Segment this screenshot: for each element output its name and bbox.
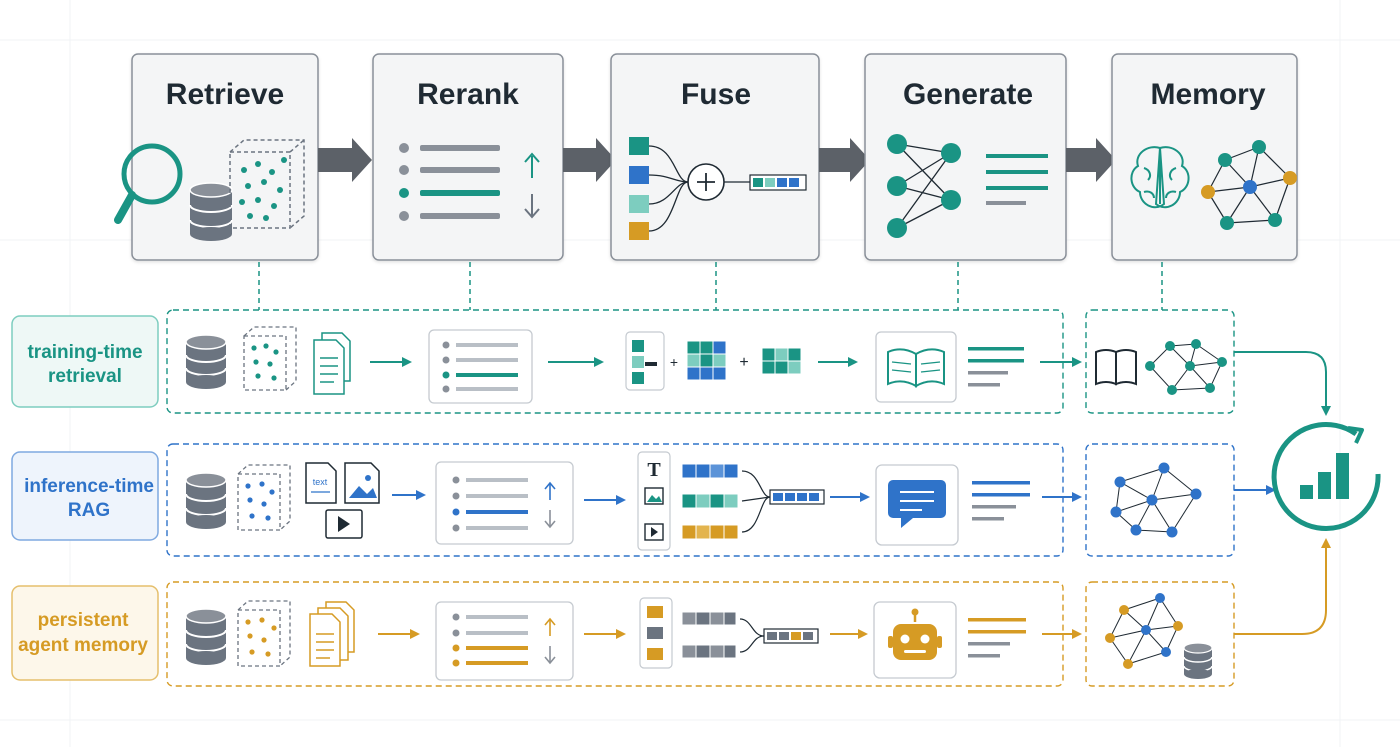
vector-cube-icon bbox=[237, 464, 291, 531]
row-label-line1: training-time bbox=[27, 342, 142, 363]
stage-connectors bbox=[258, 262, 1163, 310]
neural-network-icon bbox=[887, 134, 961, 238]
row-label-line2: RAG bbox=[68, 500, 110, 521]
row-label-box[interactable] bbox=[11, 585, 159, 681]
vector-cube-icon bbox=[237, 600, 291, 667]
stage-memory[interactable]: Memory bbox=[1111, 53, 1298, 261]
stage-arrow bbox=[1066, 138, 1116, 182]
stage-arrow bbox=[563, 138, 616, 182]
database-icon bbox=[189, 182, 233, 241]
multimodal-docs-icon: text bbox=[305, 462, 380, 539]
svg-text:+: + bbox=[670, 354, 678, 370]
text-lines-icon bbox=[972, 481, 1030, 521]
stage-title: Memory bbox=[1150, 78, 1265, 111]
text-lines-icon bbox=[968, 347, 1024, 387]
stage-arrow bbox=[318, 138, 372, 182]
row-memory-box bbox=[1085, 309, 1235, 414]
knowledge-graph-icon bbox=[1201, 140, 1297, 230]
feature-fusion-icon: + + bbox=[625, 331, 802, 391]
row-memory-box bbox=[1085, 443, 1235, 557]
database-icon bbox=[185, 334, 227, 389]
brain-icon bbox=[1130, 146, 1190, 209]
fusion-icon bbox=[629, 137, 807, 240]
chat-bubble-icon bbox=[875, 464, 959, 546]
knowledge-graph-db-icon bbox=[1105, 593, 1213, 679]
ranked-list-icon bbox=[435, 461, 574, 545]
text-lines-icon bbox=[986, 154, 1048, 205]
performance-gain-icon bbox=[1271, 422, 1381, 532]
row-label-line2: retrieval bbox=[48, 366, 122, 387]
ranked-list-icon bbox=[435, 601, 574, 681]
knowledge-graph-icon bbox=[1145, 339, 1227, 395]
ranked-list-icon bbox=[428, 329, 533, 404]
stage-title: Generate bbox=[903, 78, 1033, 111]
database-icon bbox=[185, 608, 227, 665]
knowledge-graph-icon bbox=[1110, 462, 1202, 538]
vector-cube-icon bbox=[229, 139, 305, 229]
memory-fusion-icon bbox=[639, 597, 819, 669]
doc-text-label: text bbox=[313, 477, 328, 487]
sort-arrows-icon bbox=[524, 152, 540, 219]
modality-fusion-icon: T bbox=[637, 451, 825, 551]
row-pipeline-box bbox=[166, 581, 1064, 687]
robot-icon bbox=[873, 601, 957, 679]
book-icon bbox=[1095, 349, 1137, 386]
vector-cube-icon bbox=[243, 326, 297, 391]
row-label-box[interactable] bbox=[11, 451, 159, 541]
row-label-box[interactable] bbox=[11, 315, 159, 408]
document-stack-icon bbox=[309, 601, 355, 667]
stage-title: Rerank bbox=[417, 78, 519, 111]
database-icon bbox=[185, 472, 227, 529]
stage-arrow bbox=[819, 138, 870, 182]
text-lines-icon bbox=[968, 618, 1026, 658]
row-pipeline-box bbox=[166, 443, 1064, 557]
stage-generate[interactable]: Generate bbox=[864, 53, 1067, 261]
row-persistent-agent-memory: persistent agent memory bbox=[11, 581, 1235, 687]
row-pipeline-box bbox=[166, 309, 1064, 414]
text-modality-glyph: T bbox=[647, 459, 661, 481]
stage-title: Fuse bbox=[681, 78, 751, 111]
row-label-line2: agent memory bbox=[18, 635, 148, 656]
stage-fuse[interactable]: Fuse bbox=[610, 53, 820, 261]
svg-text:+: + bbox=[739, 354, 748, 371]
stage-rerank[interactable]: Rerank bbox=[372, 53, 564, 261]
row-inference-time: inference-time RAG text bbox=[11, 443, 1235, 557]
stage-card bbox=[1111, 53, 1298, 261]
ranked-list-icon bbox=[399, 143, 500, 221]
stage-row: Retrieve bbox=[114, 53, 1298, 261]
stage-retrieve[interactable]: Retrieve bbox=[114, 53, 319, 261]
row-label-line1: inference-time bbox=[24, 476, 154, 497]
document-stack-icon bbox=[313, 332, 351, 395]
open-book-icon bbox=[875, 331, 957, 403]
row-label-line1: persistent bbox=[38, 610, 129, 631]
row-training-time: training-time retrieval bbox=[11, 309, 1235, 414]
magnifier-icon bbox=[114, 143, 183, 224]
output-connectors bbox=[1234, 351, 1331, 635]
stage-title: Retrieve bbox=[166, 78, 284, 111]
